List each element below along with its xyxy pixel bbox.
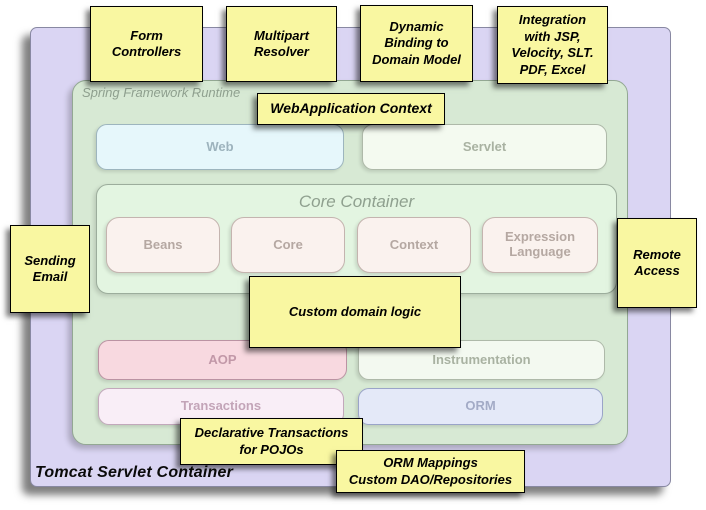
note-multipart-resolver: Multipart Resolver [226, 6, 337, 82]
note-dynamic-binding-to-domain-model: Dynamic Binding to Domain Model [360, 5, 473, 82]
note-integration-with-view-technologies: Integration with JSP, Velocity, SLT. PDF… [497, 6, 608, 84]
module-instrumentation: Instrumentation [358, 340, 605, 380]
note-orm-mappings-custom-dao: ORM Mappings Custom DAO/Repositories [336, 450, 525, 493]
note-remote-access: Remote Access [617, 218, 697, 308]
module-context: Context [357, 217, 471, 273]
spring-framework-runtime-label: Spring Framework Runtime [82, 85, 241, 100]
note-custom-domain-logic: Custom domain logic [249, 276, 461, 348]
core-container-title: Core Container [298, 192, 415, 211]
module-beans: Beans [106, 217, 220, 273]
tomcat-servlet-container-label: Tomcat Servlet Container [35, 464, 234, 481]
module-core: Core [231, 217, 345, 273]
note-form-controllers: Form Controllers [90, 6, 203, 82]
module-servlet: Servlet [362, 124, 607, 170]
note-declarative-transactions-for-pojos: Declarative Transactions for POJOs [180, 418, 363, 465]
module-web: Web [96, 124, 344, 170]
module-orm: ORM [358, 388, 603, 425]
note-webapplication-context: WebApplication Context [257, 93, 445, 125]
note-sending-email: Sending Email [10, 225, 90, 313]
module-expression-language: Expression Language [482, 217, 598, 273]
